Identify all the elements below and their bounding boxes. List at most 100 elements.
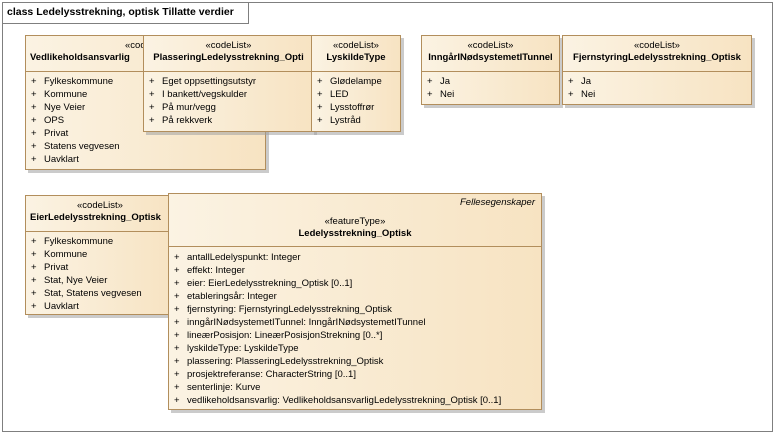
public-visibility-marker: + (174, 343, 180, 354)
attribute-text: Nei (581, 89, 596, 100)
public-visibility-marker: + (31, 102, 37, 113)
attribute-item: + Nye Veier (26, 101, 265, 114)
attribute-text: Kommune (44, 249, 88, 260)
attribute-text: På mur/vegg (162, 102, 216, 113)
public-visibility-marker: + (149, 115, 155, 126)
public-visibility-marker: + (31, 262, 37, 273)
attribute-text: Eget oppsettingsutstyr (162, 76, 256, 87)
public-visibility-marker: + (174, 291, 180, 302)
attribute-list: +antallLedelyspunkt: Integer+effekt: Int… (169, 247, 541, 407)
attribute-text: Nye Veier (44, 102, 86, 113)
attribute-text: effekt: Integer (187, 265, 245, 276)
attribute-item: + eier: EierLedelysstrekning_Optisk [0..1… (169, 277, 541, 290)
class-name: LyskildeType (326, 52, 386, 63)
attribute-text: I bankett/vegskulder (162, 89, 248, 100)
public-visibility-marker: + (31, 301, 37, 312)
attribute-text: Fylkeskommune (44, 236, 114, 247)
attribute-list: +Eget oppsettingsutstyr+I bankett/vegsku… (144, 72, 313, 127)
attribute-text: antallLedelyspunkt: Integer (187, 252, 301, 263)
class-inngaar-i-nodsystemet[interactable]: «codeList» InngårINødsystemetITunnel +Ja… (421, 35, 560, 105)
attribute-text: vedlikeholdsansvarlig: Vedlikeholdsansva… (187, 395, 502, 406)
attribute-item: + Fylkeskommune (26, 235, 174, 248)
class-eier-ledelysstrekning[interactable]: «codeList» EierLedelysstrekning_Optisk +… (25, 195, 175, 315)
attribute-text: Privat (44, 262, 69, 273)
attribute-item: + På rekkverk (144, 114, 313, 127)
public-visibility-marker: + (149, 102, 155, 113)
attribute-text: inngårINødsystemetITunnel: InngårINødsys… (187, 317, 426, 328)
attribute-item: + Privat (26, 261, 174, 274)
attribute-item: +Eget oppsettingsutstyr (144, 75, 313, 88)
public-visibility-marker: + (31, 236, 37, 247)
public-visibility-marker: + (31, 288, 37, 299)
stereotype-label: «codeList» (467, 40, 514, 51)
attribute-text: Uavklart (44, 154, 79, 165)
attribute-item: + plassering: PlasseringLedelysstrekning_… (169, 355, 541, 368)
attribute-text: Uavklart (44, 301, 79, 312)
attribute-text: plassering: PlasseringLedelysstrekning_O… (187, 356, 384, 367)
attribute-item: +Fylkeskommune (26, 75, 265, 88)
attribute-item: + etableringsår: Integer (169, 290, 541, 303)
public-visibility-marker: + (174, 356, 180, 367)
attribute-list: +Ja+Nei (422, 72, 559, 101)
attribute-text: eier: EierLedelysstrekning_Optisk [0..1] (187, 278, 353, 289)
attribute-text: Ja (581, 76, 592, 87)
class-ledelysstrekning-optisk[interactable]: Fellesegenskaper «featureType» Ledelysst… (168, 193, 542, 410)
attribute-item: +Privat (26, 127, 265, 140)
attribute-item: +Stat, Statens vegvesen (26, 287, 174, 300)
class-fjernstyring-ledelysstrekning[interactable]: «codeList» FjernstyringLedelysstrekning_… (562, 35, 752, 105)
public-visibility-marker: + (31, 115, 37, 126)
attribute-text: Ja (440, 76, 451, 87)
attribute-item: +Nei (422, 88, 559, 101)
attribute-text: etableringsår: Integer (187, 291, 277, 302)
public-visibility-marker: + (174, 265, 180, 276)
attribute-item: + På mur/vegg (144, 101, 313, 114)
class-plassering-ledelysstrekning[interactable]: «codeList» PlasseringLedelysstrekning_Op… (143, 35, 314, 132)
attribute-item: +LED (312, 88, 400, 101)
attribute-text: På rekkverk (162, 115, 213, 126)
stereotype-label: «codeList» (77, 200, 123, 211)
attribute-item: + OPS (26, 114, 265, 127)
class-lyskildetype[interactable]: «codeList» LyskildeType +Glødelampe+LED+… (311, 35, 401, 132)
attribute-text: LED (330, 89, 349, 100)
public-visibility-marker: + (568, 76, 574, 87)
attribute-list: +Fylkeskommune+Kommune+Nye Veier+OPS+Pri… (26, 72, 265, 166)
class-name: EierLedelysstrekning_Optisk (30, 212, 161, 223)
attribute-item: +Lystråd (312, 114, 400, 127)
frame-title: class Ledelysstrekning, optisk Tillatte … (3, 3, 249, 24)
attribute-item: +lineærPosisjon: LineærPosisjonStrekning… (169, 329, 541, 342)
attribute-item: + fjernstyring: FjernstyringLedelysstrekn… (169, 303, 541, 316)
public-visibility-marker: + (174, 330, 180, 341)
public-visibility-marker: + (174, 278, 180, 289)
attribute-text: lyskildeType: LyskildeType (187, 343, 299, 354)
attribute-text: Nei (440, 89, 455, 100)
attribute-item: + inngårINødsystemetITunnel: InngårINødsy… (169, 316, 541, 329)
public-visibility-marker: + (31, 249, 37, 260)
attribute-text: Kommune (44, 89, 88, 100)
attribute-item: + lyskildeType: LyskildeType (169, 342, 541, 355)
public-visibility-marker: + (31, 76, 37, 87)
public-visibility-marker: + (31, 154, 37, 165)
public-visibility-marker: + (174, 317, 180, 328)
public-visibility-marker: + (31, 89, 37, 100)
attribute-item: +Nei (563, 88, 751, 101)
class-name: Vedlikeholdsansvarlig (30, 52, 130, 63)
attribute-item: +senterlinje: Kurve (169, 381, 541, 394)
class-name: FjernstyringLedelysstrekning_Optisk (573, 52, 741, 63)
public-visibility-marker: + (174, 382, 180, 393)
public-visibility-marker: + (174, 304, 180, 315)
attribute-list: +Fylkeskommune+Kommune+Privat+Stat, Nye … (26, 232, 174, 313)
public-visibility-marker: + (317, 102, 323, 113)
attribute-item: +antallLedelyspunkt: Integer (169, 251, 541, 264)
attribute-item: +Ja (422, 75, 559, 88)
attribute-text: fjernstyring: FjernstyringLedelysstrekni… (187, 304, 392, 315)
class-name: PlasseringLedelysstrekning_Opti (153, 52, 304, 63)
attribute-item: + Uavklart (26, 300, 174, 313)
attribute-item: + Ja (563, 75, 751, 88)
attribute-text: Lystråd (330, 115, 361, 126)
attribute-item: + Kommune (26, 88, 265, 101)
attribute-list: +Glødelampe+LED+Lysstoffrør+Lystråd (312, 72, 400, 127)
attribute-item: +Statens vegvesen (26, 140, 265, 153)
stereotype-label: «codeList» (634, 40, 680, 51)
attribute-text: OPS (44, 115, 65, 126)
attribute-item: +Glødelampe (312, 75, 400, 88)
